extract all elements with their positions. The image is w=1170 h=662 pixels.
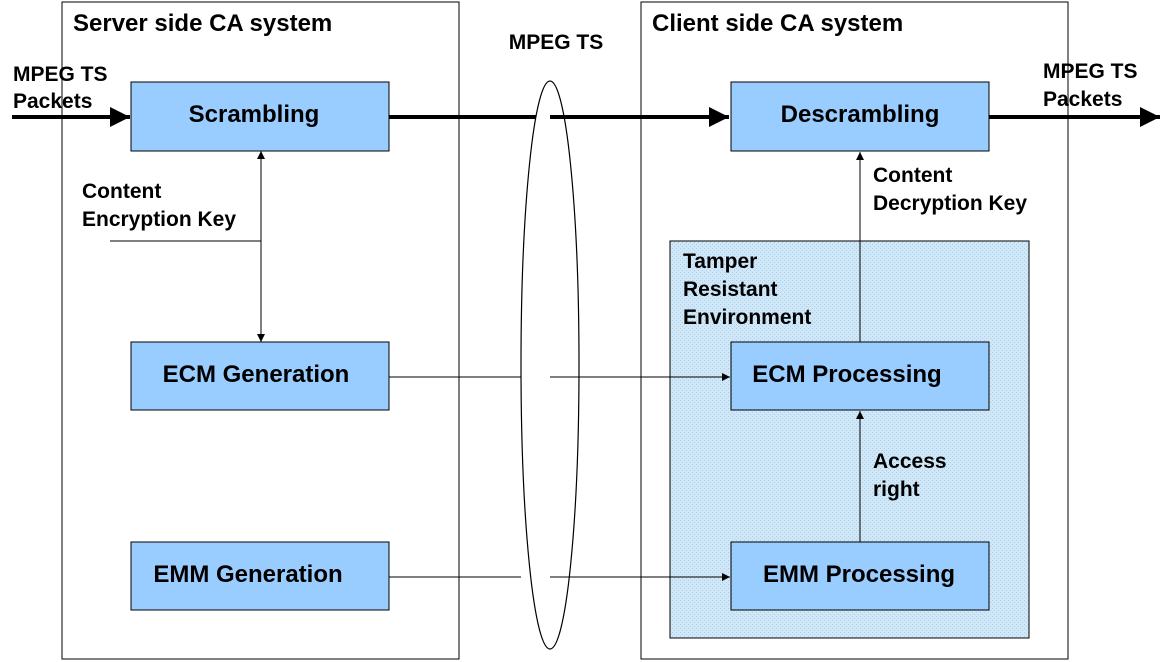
tamper-label-line-1: Tamper bbox=[683, 250, 757, 273]
input-label-line-1: MPEG TS bbox=[13, 63, 108, 86]
output-label-line-2: Packets bbox=[1043, 88, 1122, 111]
emm-generation-block bbox=[130, 541, 390, 611]
ecm-generation-label: ECM Generation bbox=[163, 361, 350, 388]
output-label-line-1: MPEG TS bbox=[1043, 60, 1138, 83]
ecm-processing-block bbox=[730, 341, 990, 411]
tamper-label: Tamper Resistant Environment bbox=[683, 250, 811, 329]
client-system-title: Client side CA system bbox=[652, 10, 903, 37]
input-label: MPEG TS Packets bbox=[13, 63, 113, 113]
emm-processing-label: EMM Processing bbox=[763, 561, 955, 588]
encryption-key-label: Content Encryption Key bbox=[82, 180, 236, 231]
emm-generation-label: EMM Generation bbox=[153, 561, 342, 588]
transport-label: MPEG TS bbox=[509, 31, 604, 54]
encryption-key-label-line-1: Content bbox=[82, 180, 161, 203]
access-right-label: Access right bbox=[873, 450, 952, 501]
transport-channel-ellipse bbox=[520, 80, 580, 650]
decryption-key-label: Content Decryption Key bbox=[873, 164, 1027, 215]
descrambling-block bbox=[730, 81, 990, 152]
scrambling-block bbox=[130, 81, 390, 152]
access-right-label-line-2: right bbox=[873, 478, 920, 501]
tamper-label-line-3: Environment bbox=[683, 306, 811, 329]
descrambling-label: Descrambling bbox=[781, 101, 940, 128]
ecm-generation-block bbox=[130, 341, 390, 411]
tamper-label-line-2: Resistant bbox=[683, 278, 778, 301]
output-label: MPEG TS Packets bbox=[1043, 60, 1143, 111]
decryption-key-label-line-1: Content bbox=[873, 164, 952, 187]
access-right-label-line-1: Access bbox=[873, 450, 947, 473]
emm-processing-block bbox=[730, 541, 990, 611]
input-label-line-2: Packets bbox=[13, 90, 92, 113]
decryption-key-label-line-2: Decryption Key bbox=[873, 192, 1027, 215]
scrambling-label: Scrambling bbox=[189, 101, 320, 128]
server-system-title: Server side CA system bbox=[73, 10, 332, 37]
encryption-key-label-line-2: Encryption Key bbox=[82, 208, 236, 231]
ecm-processing-label: ECM Processing bbox=[752, 361, 941, 388]
